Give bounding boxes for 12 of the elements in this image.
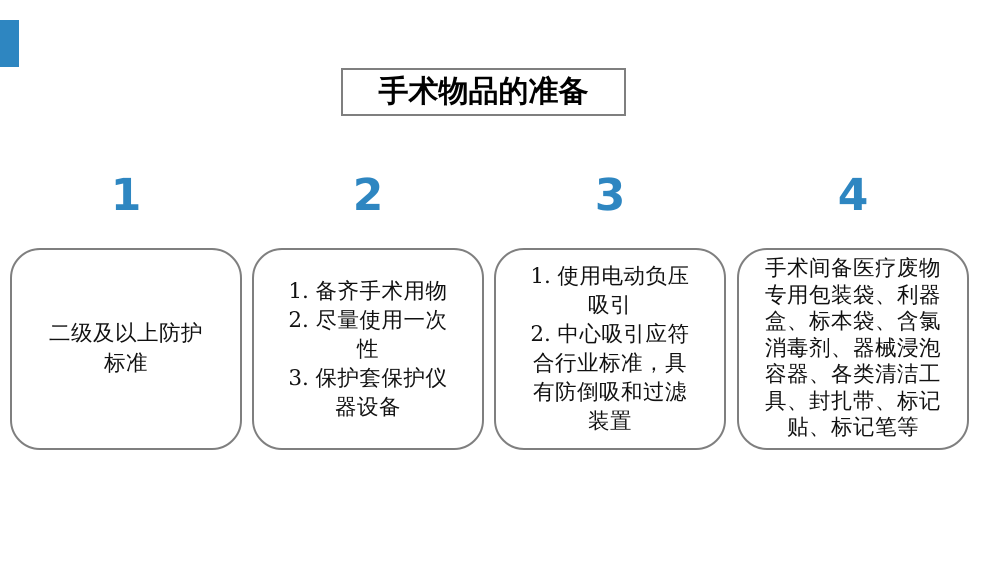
list-item-text: 2. 尽量使用一次性 [287, 306, 449, 364]
step-number: 1 [110, 170, 142, 221]
list-item-text: 3. 保护套保护仪器设备 [287, 364, 449, 422]
list-item-text: 1. 备齐手术用物 [287, 278, 449, 306]
step-number: 4 [838, 170, 868, 221]
step-number: 3 [594, 170, 626, 221]
title-text: 手术物品的准备 [378, 77, 588, 107]
card-text: 二级及以上防护标准 [48, 320, 204, 378]
step-number: 2 [352, 170, 384, 221]
card-text: 手术间备医疗废物专用包装袋、利器盒、标本袋、含氯消毒剂、器械浸泡容器、各类清洁工具、封扎带、标记贴、标记笔等 [764, 256, 942, 442]
list-item-text: 2. 中心吸引应符合行业标准，具有防倒吸和过滤装置 [529, 321, 691, 436]
list-item-text: 1. 使用电动负压吸引 [529, 263, 691, 320]
